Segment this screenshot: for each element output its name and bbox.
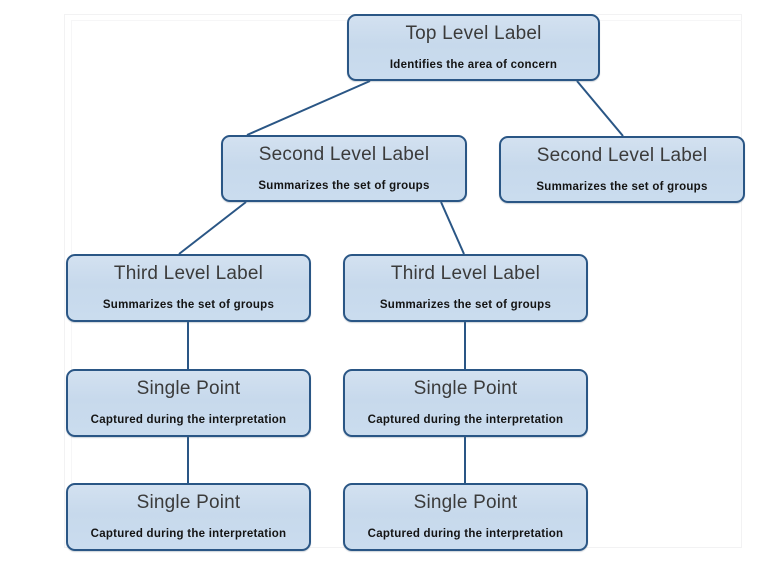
node-single-point-left-lower[interactable]: Single Point Captured during the interpr…	[66, 483, 311, 551]
node-subtitle: Captured during the interpretation	[90, 528, 287, 541]
node-subtitle: Summarizes the set of groups	[536, 180, 708, 193]
node-subtitle: Summarizes the set of groups	[258, 179, 430, 192]
node-single-point-right-upper[interactable]: Single Point Captured during the interpr…	[343, 369, 588, 437]
node-single-point-right-lower[interactable]: Single Point Captured during the interpr…	[343, 483, 588, 551]
node-subtitle: Captured during the interpretation	[367, 528, 564, 541]
node-title: Second Level Label	[536, 144, 708, 166]
node-title: Third Level Label	[390, 263, 541, 285]
node-title: Third Level Label	[113, 263, 264, 285]
node-top-level[interactable]: Top Level Label Identifies the area of c…	[347, 14, 600, 81]
node-title: Second Level Label	[258, 143, 430, 165]
node-subtitle: Identifies the area of concern	[389, 58, 558, 71]
node-second-level-right[interactable]: Second Level Label Summarizes the set of…	[499, 136, 745, 203]
node-title: Top Level Label	[405, 22, 542, 44]
node-single-point-left-upper[interactable]: Single Point Captured during the interpr…	[66, 369, 311, 437]
node-title: Single Point	[413, 492, 518, 514]
node-subtitle: Captured during the interpretation	[90, 414, 287, 427]
node-title: Single Point	[136, 492, 241, 514]
node-subtitle: Summarizes the set of groups	[379, 299, 552, 312]
node-third-level-right[interactable]: Third Level Label Summarizes the set of …	[343, 254, 588, 322]
node-subtitle: Captured during the interpretation	[367, 414, 564, 427]
node-title: Single Point	[136, 378, 241, 400]
node-second-level-left[interactable]: Second Level Label Summarizes the set of…	[221, 135, 467, 202]
node-subtitle: Summarizes the set of groups	[102, 299, 275, 312]
node-title: Single Point	[413, 378, 518, 400]
node-third-level-left[interactable]: Third Level Label Summarizes the set of …	[66, 254, 311, 322]
